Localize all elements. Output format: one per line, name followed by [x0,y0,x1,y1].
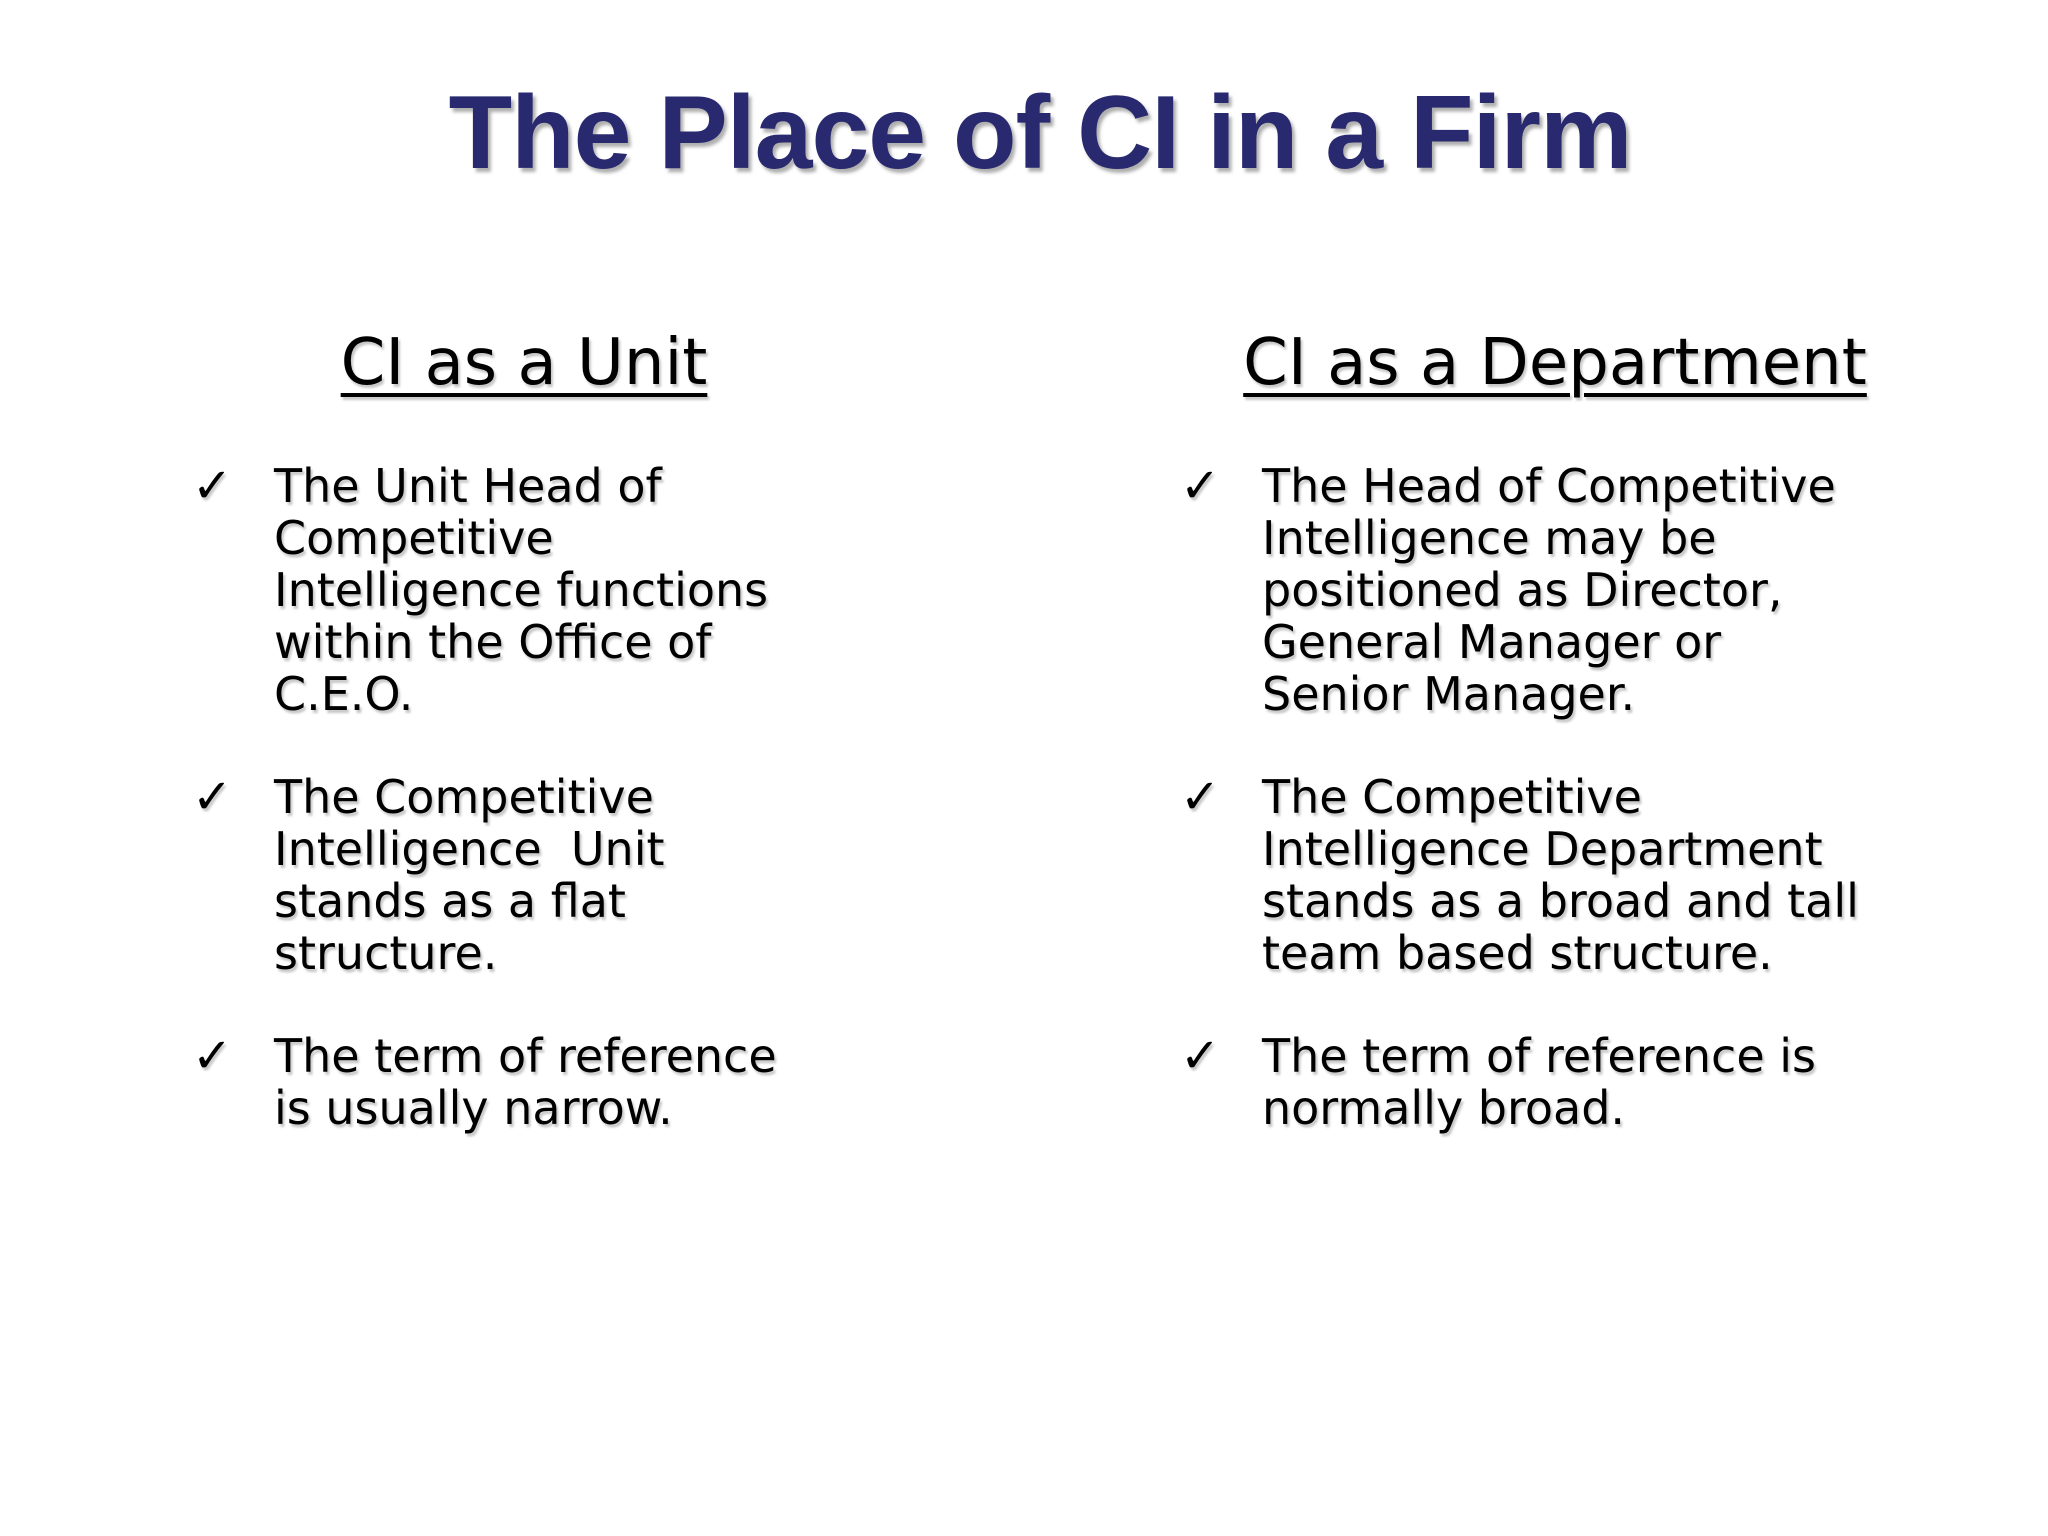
bullet-item: ✓ The term of reference is normally broa… [1178,1030,1998,1134]
checkmark-icon: ✓ [1180,769,1221,825]
column-heading-ci-as-department: CI as a Department [1243,326,1867,400]
slide-title: The Place of CI in a Firm [448,75,1633,191]
bullet-list-ci-as-department: ✓ The Head of Competitive Intelligence m… [1178,460,1998,1185]
column-heading-ci-as-unit: CI as a Unit [340,326,708,400]
bullet-item: ✓ The term of reference is usually narro… [190,1030,870,1134]
bullet-item: ✓ The Head of Competitive Intelligence m… [1178,460,1998,720]
checkmark-icon: ✓ [1180,458,1221,514]
checkmark-icon: ✓ [192,769,233,825]
bullet-text: The Competitive Intelligence Unit stands… [274,770,665,980]
bullet-item: ✓ The Competitive Intelligence Departmen… [1178,771,1998,979]
bullet-text: The term of reference is usually narrow. [274,1029,777,1135]
bullet-list-ci-as-unit: ✓ The Unit Head of Competitive Intellige… [190,460,870,1185]
bullet-item: ✓ The Competitive Intelligence Unit stan… [190,771,870,979]
checkmark-icon: ✓ [192,458,233,514]
bullet-text: The Head of Competitive Intelligence may… [1262,459,1836,721]
bullet-text: The Unit Head of Competitive Intelligenc… [274,459,769,721]
checkmark-icon: ✓ [1180,1028,1221,1084]
bullet-text: The term of reference is normally broad. [1262,1029,1817,1135]
bullet-item: ✓ The Unit Head of Competitive Intellige… [190,460,870,720]
checkmark-icon: ✓ [192,1028,233,1084]
bullet-text: The Competitive Intelligence Department … [1262,770,1859,980]
